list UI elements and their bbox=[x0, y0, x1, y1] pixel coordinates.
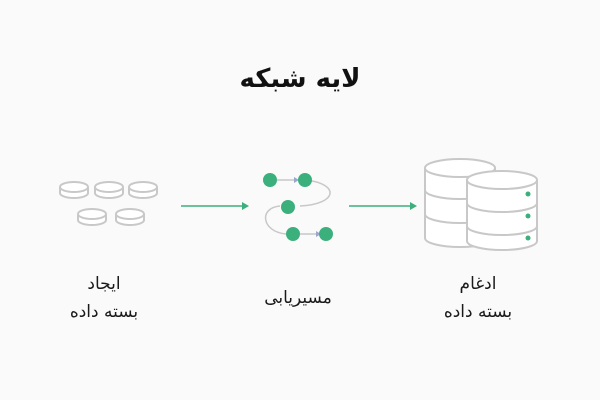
arrow-route-to-merge bbox=[349, 202, 417, 210]
step-merge-line1: ادغام bbox=[459, 274, 497, 294]
step-create-line2: بسته داده bbox=[69, 302, 139, 322]
step-create-line1: ایجاد bbox=[87, 274, 121, 294]
arrow-create-to-route bbox=[181, 202, 249, 210]
step-merge-label: ادغام بسته داده bbox=[398, 270, 558, 326]
step-create-label: ایجاد بسته داده bbox=[24, 270, 184, 326]
diagram-title: لایه شبکه bbox=[239, 64, 361, 94]
step-route-label: مسیریابی bbox=[218, 284, 378, 312]
routing-icon bbox=[263, 173, 333, 241]
packets-icon bbox=[59, 181, 158, 226]
step-route-line1: مسیریابی bbox=[264, 288, 332, 308]
database-icon bbox=[424, 158, 538, 251]
step-merge-line2: بسته داده bbox=[443, 302, 513, 322]
